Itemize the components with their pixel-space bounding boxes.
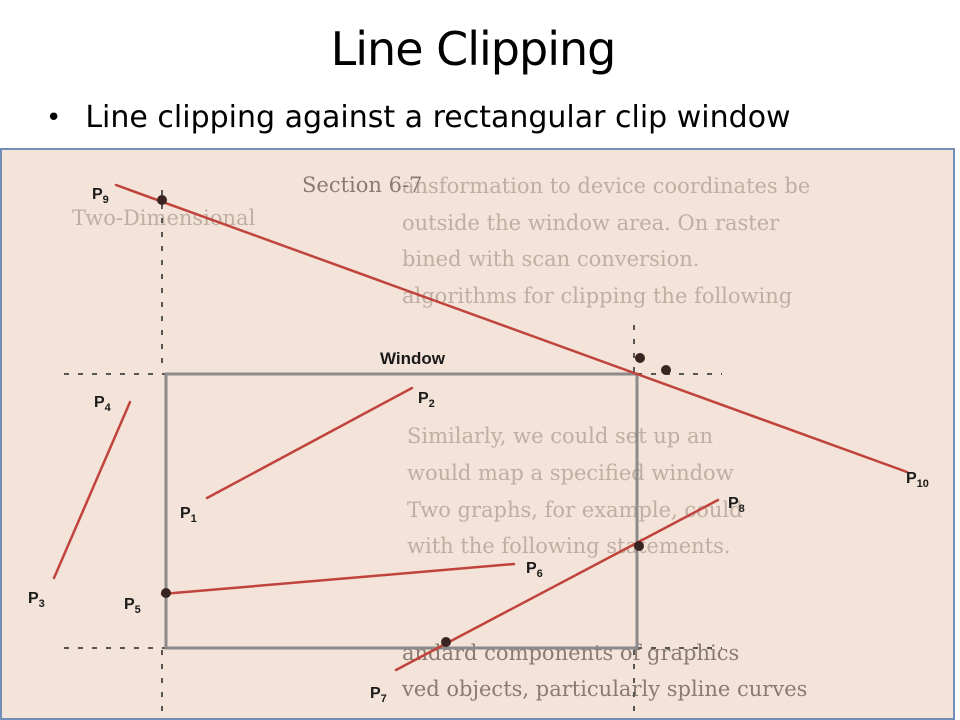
point-label-p1: P1 [180,505,197,525]
endpoint-dot [661,365,671,375]
window-edge-extensions [64,190,722,718]
bullet-text: Line clipping against a rectangular clip… [85,100,791,135]
clip-window [164,372,639,650]
bg-text-line: Two-Dimensional [72,206,256,230]
bg-text-line: outside the window area. On raster [402,211,780,235]
bg-text-line: andard components of graphics [402,641,739,665]
segment-p1-p2 [205,386,414,500]
point-label-p6: P6 [526,560,543,580]
endpoint-dot [161,588,171,598]
bg-text-line: algorithms for clipping the following [402,284,792,308]
point-label-p2: P2 [418,390,435,410]
point-label-p3: P3 [28,590,45,610]
bg-text-line: Two graphs, for example, could [407,498,743,522]
point-label-p5: P5 [124,596,141,616]
bullet-item: • Line clipping against a rectangular cl… [46,100,791,135]
window-label: Window [380,349,446,368]
endpoint-dot [157,195,167,205]
endpoint-dot [441,637,451,647]
segment-p3-p4 [52,400,132,580]
bullet-dot: • [46,102,62,133]
point-label-p9: P9 [92,186,109,206]
background-page-text: ansformation to device coordinates be ou… [72,173,810,701]
slide-title: Line Clipping [330,22,617,76]
bg-text-line: Section 6-7 [302,173,422,197]
clipping-diagram: ansformation to device coordinates be ou… [28,173,929,718]
endpoint-markers [157,195,671,647]
point-label-p10: P10 [906,470,929,490]
segment-p5-p6 [160,562,516,596]
bg-text-line: bined with scan conversion. [402,247,699,271]
bg-text-line: ansformation to device coordinates be [402,174,810,198]
point-label-p8: P8 [728,495,745,515]
bg-text-line: ved objects, particularly spline curves [401,677,807,701]
endpoint-dot [634,541,644,551]
point-label-p4: P4 [94,394,112,414]
bg-text-line: Similarly, we could set up an [407,424,713,448]
segment-p9-p10 [114,183,909,474]
bg-text-line: would map a specified window [407,461,734,485]
clipping-figure: ansformation to device coordinates be ou… [0,148,955,720]
point-label-p7: P7 [370,685,387,705]
bg-text-line: with the following statements. [407,534,731,558]
endpoint-dot [635,353,645,363]
